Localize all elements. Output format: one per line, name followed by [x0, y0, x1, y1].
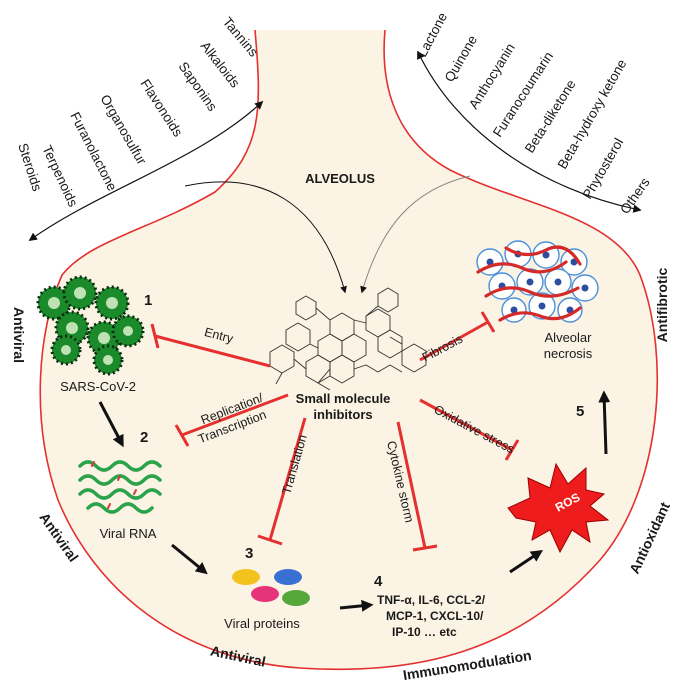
alveolar-necrosis-label: Alveolar: [545, 330, 593, 345]
alveolar-necrosis-label: necrosis: [544, 346, 593, 361]
compound-label: Others: [617, 175, 653, 217]
inhibition-lines: [150, 311, 520, 552]
compound-label: Flavonoids: [137, 76, 185, 139]
step-number: 5: [576, 403, 584, 420]
cytokine-label: IP-10 … etc: [392, 625, 457, 639]
fibrosis-cells-icon: [476, 240, 599, 323]
small-molecule-label: inhibitors: [313, 407, 372, 422]
viral-rna-label: Viral RNA: [100, 526, 157, 541]
compound-inflow-arrow: [360, 175, 471, 294]
antifibrotic-label: Antifibrotic: [654, 267, 670, 342]
viral-proteins-label: Viral proteins: [224, 616, 300, 631]
compound-inflow-arrow: [184, 181, 347, 294]
step-number: 4: [374, 573, 383, 590]
antiviral-label: Antiviral: [11, 307, 27, 363]
left-compound-arc: [28, 100, 264, 241]
sars-cov-2-label: SARS-CoV-2: [60, 379, 136, 394]
right-compound-arc: [417, 50, 642, 213]
compound-label: Terpenoids: [39, 143, 81, 209]
step-number: 3: [245, 545, 253, 562]
compound-label: Phytosterol: [580, 136, 627, 202]
viral-rna-icon: [78, 460, 162, 514]
small-molecule-label: Small molecule: [296, 391, 391, 406]
cytokine-label: MCP-1, CXCL-10/: [386, 609, 484, 623]
small-molecule-icon: [269, 287, 437, 391]
compound-label: Lactone: [414, 10, 450, 59]
virus-cluster-icon: [36, 275, 145, 376]
antioxidant-label: Antioxidant: [626, 499, 673, 576]
step-number: 2: [140, 429, 148, 446]
compound-label: Quinone: [442, 33, 481, 85]
viral-proteins-icon: [232, 569, 310, 606]
alveolus-title: ALVEOLUS: [305, 171, 375, 186]
ros-burst-icon: [507, 462, 610, 554]
flow-arrows: [98, 390, 611, 612]
step-number: 1: [144, 292, 152, 309]
cytokine-label: TNF-α, IL-6, CCL-2/: [377, 593, 486, 607]
